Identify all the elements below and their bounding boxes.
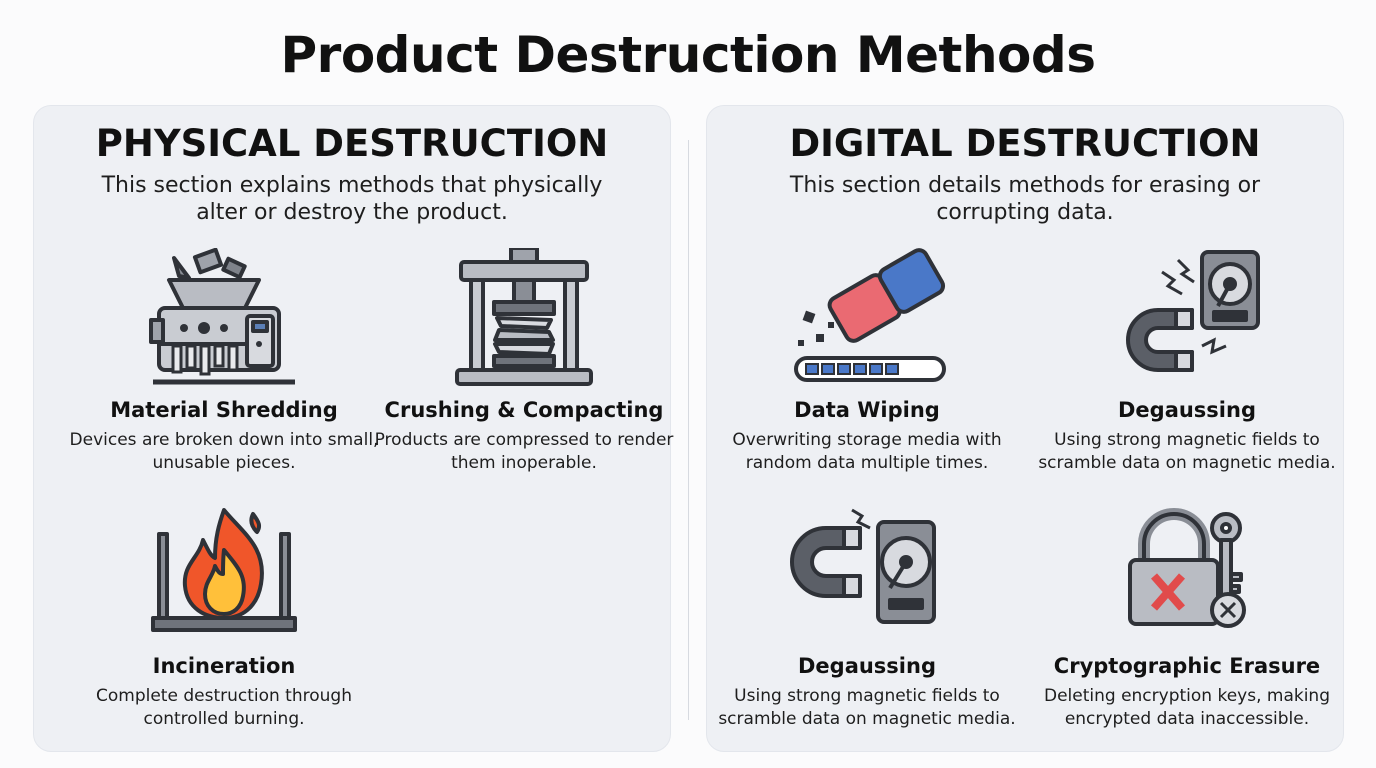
digital-destruction-panel: DIGITAL DESTRUCTION This section details… (706, 105, 1344, 752)
method-label: Cryptographic Erasure (1053, 654, 1321, 678)
digital-panel-title: DIGITAL DESTRUCTION (789, 122, 1261, 165)
method-description: Complete destruction through controlled … (96, 686, 352, 729)
magnet-hard-drive-icon (1037, 248, 1337, 388)
page-title: Product Destruction Methods (280, 26, 1096, 84)
method-label: Degaussing (797, 654, 936, 678)
method-description: Overwriting storage media with random da… (732, 430, 1002, 473)
physical-panel-subtitle: This section explains methods that physi… (101, 173, 603, 225)
magnet-hard-drive-icon (717, 504, 1017, 644)
method-label: Degaussing (1117, 398, 1256, 422)
fire-icon (74, 504, 374, 644)
method-description: Using strong magnetic fields to scramble… (718, 686, 1016, 729)
hydraulic-press-icon (374, 248, 674, 388)
digital-panel-subtitle: This section details methods for erasing… (789, 173, 1261, 225)
method-label: Crushing & Compacting (384, 398, 664, 422)
method-description: Products are compressed to render them i… (374, 430, 674, 473)
physical-panel-title: PHYSICAL DESTRUCTION (95, 122, 609, 165)
shredder-icon (74, 248, 374, 388)
method-label: Data Wiping (794, 398, 940, 422)
method-description: Deleting encryption keys, making encrypt… (1043, 686, 1330, 729)
method-description: Devices are broken down into small, unus… (69, 430, 379, 473)
panel-divider (688, 140, 689, 720)
eraser-icon (717, 248, 1017, 388)
method-label: Material Shredding (110, 398, 338, 422)
method-label: Incineration (152, 654, 296, 678)
physical-destruction-panel: PHYSICAL DESTRUCTION This section explai… (33, 105, 674, 752)
padlock-key-icon (1037, 504, 1337, 644)
method-description: Using strong magnetic fields to scramble… (1038, 430, 1336, 473)
